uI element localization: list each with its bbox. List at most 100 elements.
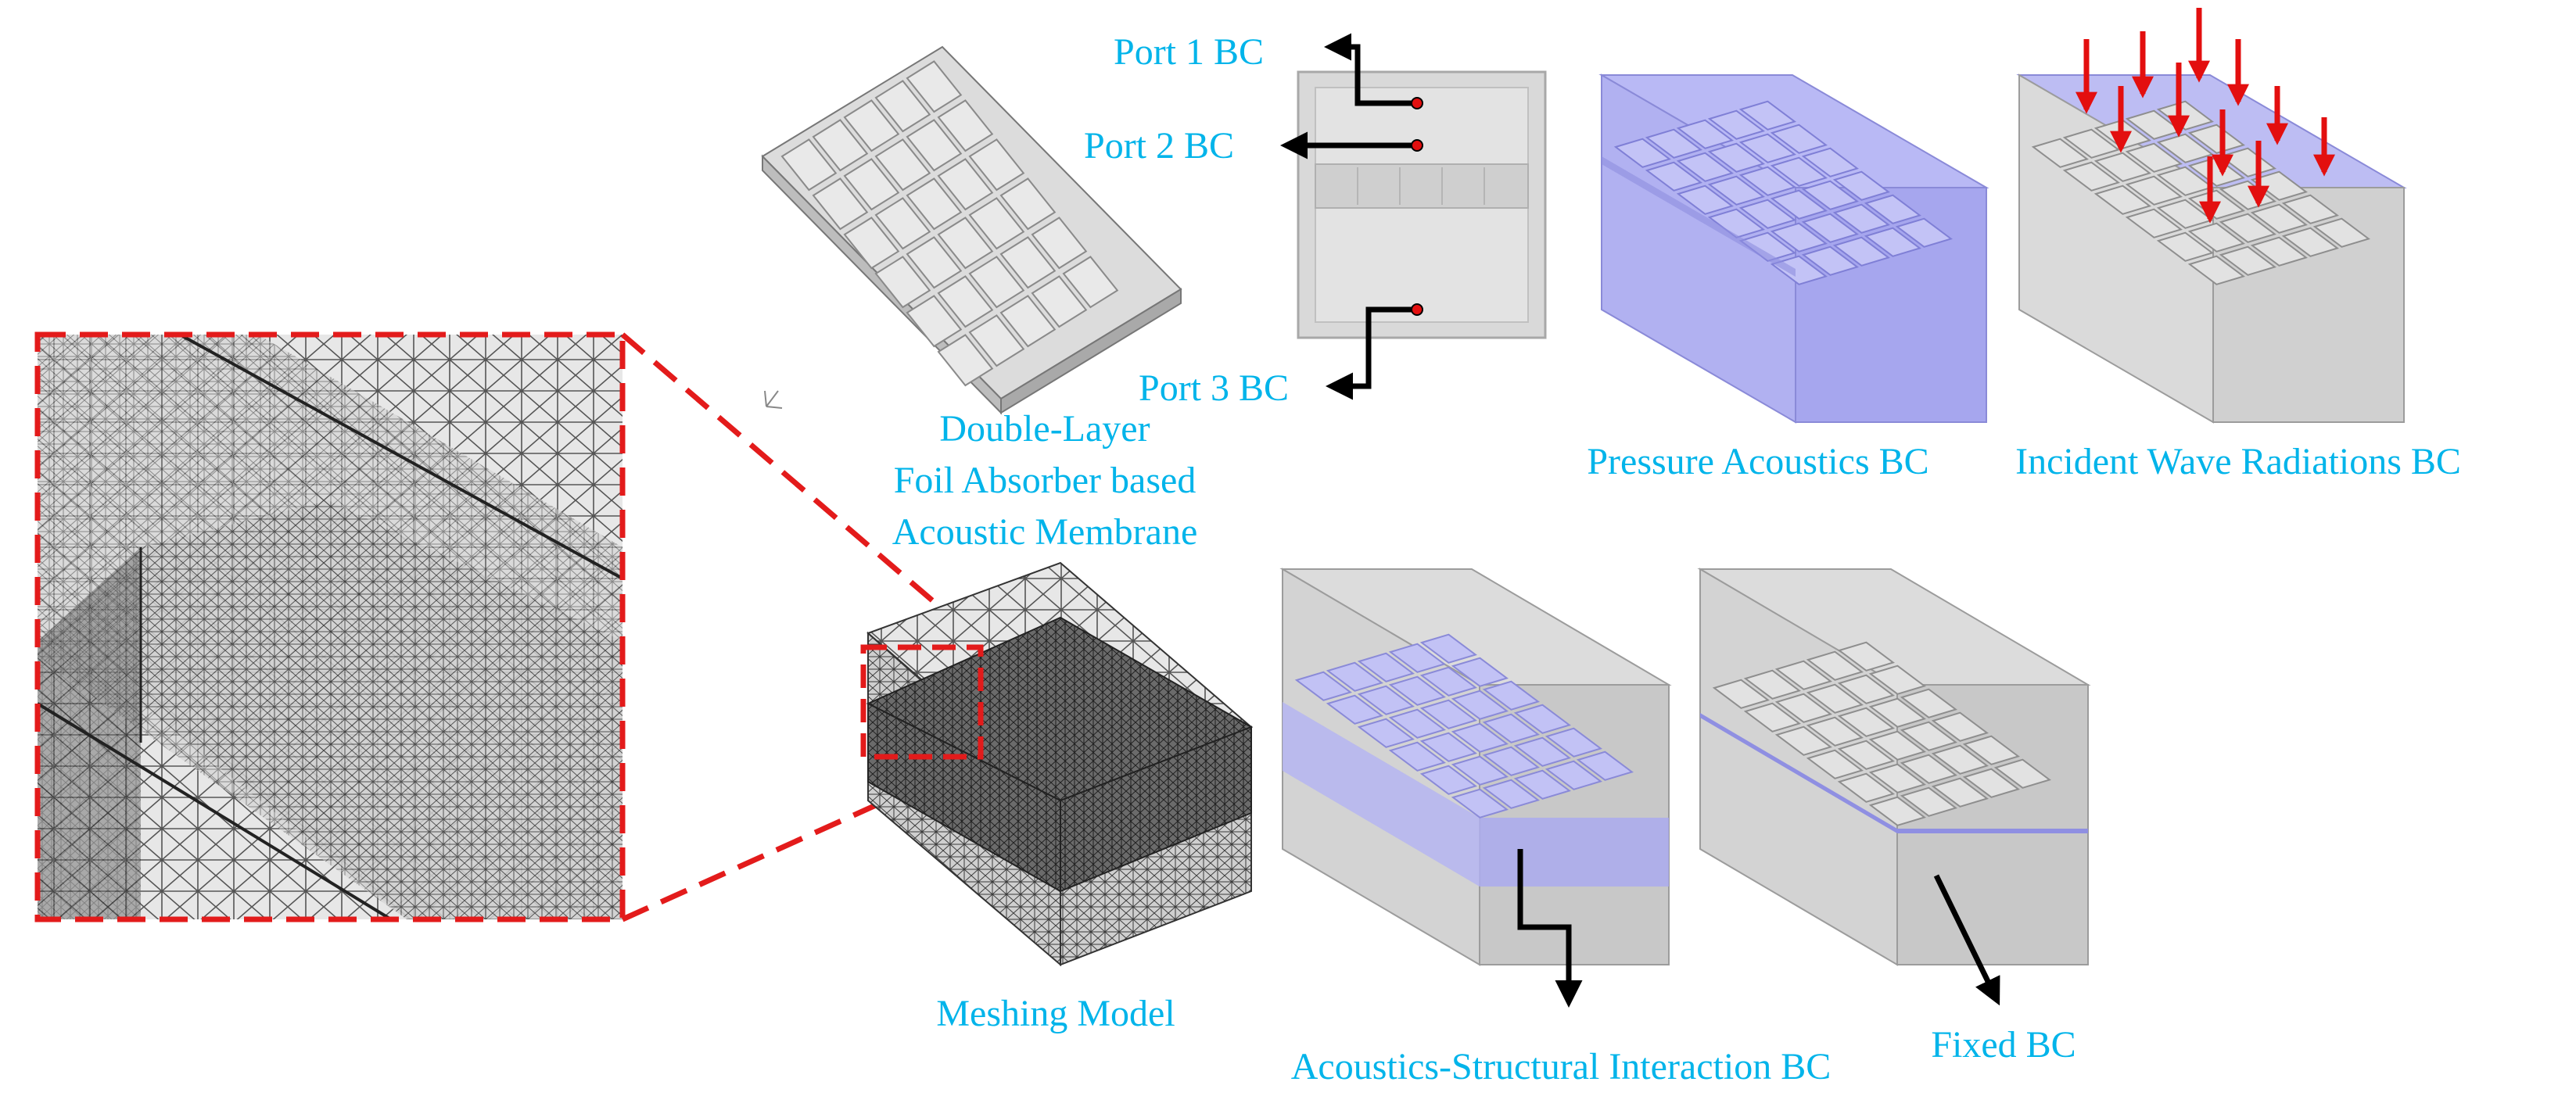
grid-cell xyxy=(2219,213,2276,243)
axis-triad-icon xyxy=(764,390,783,409)
fixed-model xyxy=(1697,568,2091,966)
grid-cell xyxy=(1738,100,1796,131)
grid-cell xyxy=(1774,693,1832,723)
port3-dot xyxy=(1411,303,1423,316)
meshing-model xyxy=(860,561,1254,967)
grid-cell xyxy=(1837,740,1895,770)
incident-label: Incident Wave Radiations BC xyxy=(2015,441,2461,482)
grid-cell xyxy=(1837,707,1895,737)
grid-cell xyxy=(1806,650,1864,681)
grid-cell xyxy=(1900,754,1957,784)
grid-cell xyxy=(999,236,1057,289)
grid-cell xyxy=(874,80,931,133)
grid-cell xyxy=(874,138,931,192)
pressure-cell-grid xyxy=(1613,100,1953,285)
grid-cell xyxy=(2250,203,2308,234)
grid-cell xyxy=(2125,208,2183,238)
grid-cell xyxy=(2187,222,2245,253)
grid-cell xyxy=(2219,147,2276,177)
grid-cell xyxy=(874,197,931,250)
grid-cell xyxy=(1613,138,1671,168)
absorber-label-line2: Foil Absorber based xyxy=(894,460,1197,501)
grid-cell xyxy=(2312,217,2370,248)
grid-cell xyxy=(1868,697,1926,728)
grid-cell xyxy=(1770,156,1828,187)
grid-cell xyxy=(999,177,1057,231)
grid-cell xyxy=(1801,180,1859,210)
port3-label: Port 3 BC xyxy=(1139,367,1289,409)
grid-cell xyxy=(1837,641,1895,672)
zoom-connector-bottom xyxy=(621,752,988,922)
grid-cell xyxy=(1482,779,1540,809)
grid-cell xyxy=(1451,657,1509,687)
mesh-zoom-detail xyxy=(34,331,626,922)
grid-cell xyxy=(1868,796,1926,826)
grid-cell xyxy=(874,256,931,309)
grid-cell xyxy=(1419,699,1477,729)
grid-cell xyxy=(1513,736,1571,767)
grid-cell xyxy=(1545,760,1602,790)
grid-cell xyxy=(1962,768,2020,798)
grid-cell xyxy=(1801,147,1859,177)
grid-cell xyxy=(1357,685,1415,715)
grid-cell xyxy=(2281,227,2339,257)
zoom-frame xyxy=(34,331,626,922)
meshing-label: Meshing Model xyxy=(936,993,1175,1034)
absorber-label-line3: Acoustic Membrane xyxy=(892,511,1198,553)
grid-cell xyxy=(843,158,900,211)
grid-cell xyxy=(1770,124,1828,154)
absorber-label-line1: Double-Layer xyxy=(939,408,1150,450)
pressure-acoustics-model xyxy=(1598,73,1989,424)
grid-cell xyxy=(999,295,1057,348)
grid-cell xyxy=(1707,175,1765,206)
grid-cell xyxy=(1482,746,1540,776)
pressure-label: Pressure Acoustics BC xyxy=(1587,441,1928,482)
grid-cell xyxy=(1031,217,1088,270)
grid-cell xyxy=(1868,730,1926,761)
grid-cell xyxy=(968,197,1025,250)
grid-cell xyxy=(1676,184,1734,215)
grid-cell xyxy=(2125,142,2183,173)
asi-label: Acoustics-Structural Interaction BC xyxy=(1291,1046,1832,1087)
grid-cell xyxy=(1900,786,1957,817)
port2-label: Port 2 BC xyxy=(1084,125,1234,167)
grid-cell xyxy=(1743,669,1801,700)
grid-cell xyxy=(1326,661,1383,692)
grid-cell xyxy=(1388,643,1446,673)
grid-cell xyxy=(906,295,963,348)
grid-cell xyxy=(1801,213,1859,243)
grid-cell xyxy=(2187,255,2245,285)
port1-label: Port 1 BC xyxy=(1114,31,1264,73)
grid-cell xyxy=(1645,128,1702,159)
grid-cell xyxy=(2281,194,2339,224)
grid-cell xyxy=(1031,275,1088,328)
grid-cell xyxy=(1419,732,1477,762)
grid-cell xyxy=(812,119,869,172)
grid-cell xyxy=(1419,765,1477,795)
grid-cell xyxy=(1388,741,1446,772)
grid-cell xyxy=(937,275,994,328)
grid-cell xyxy=(1806,683,1864,714)
grid-cell xyxy=(1676,119,1734,149)
grid-cell xyxy=(1832,170,1890,201)
grid-cell xyxy=(1864,227,1921,257)
grid-cell xyxy=(1832,236,1890,267)
grid-cell xyxy=(1676,152,1734,182)
grid-cell xyxy=(1294,671,1352,701)
grid-cell xyxy=(2031,138,2089,168)
asi-model xyxy=(1279,568,1672,966)
absorber-cell-grid xyxy=(780,60,1119,387)
grid-cell xyxy=(1864,194,1921,224)
port-view xyxy=(1297,70,1547,339)
grid-cell xyxy=(2250,236,2308,267)
grid-cell xyxy=(1931,711,1989,742)
grid-cell xyxy=(1738,166,1796,196)
grid-cell xyxy=(1806,716,1864,747)
grid-cell xyxy=(906,236,963,289)
grid-cell xyxy=(1801,245,1859,276)
grid-cell xyxy=(1806,749,1864,779)
grid-cell xyxy=(1931,777,1989,808)
grid-cell xyxy=(937,158,994,211)
grid-cell xyxy=(1770,189,1828,220)
grid-cell xyxy=(1738,133,1796,163)
